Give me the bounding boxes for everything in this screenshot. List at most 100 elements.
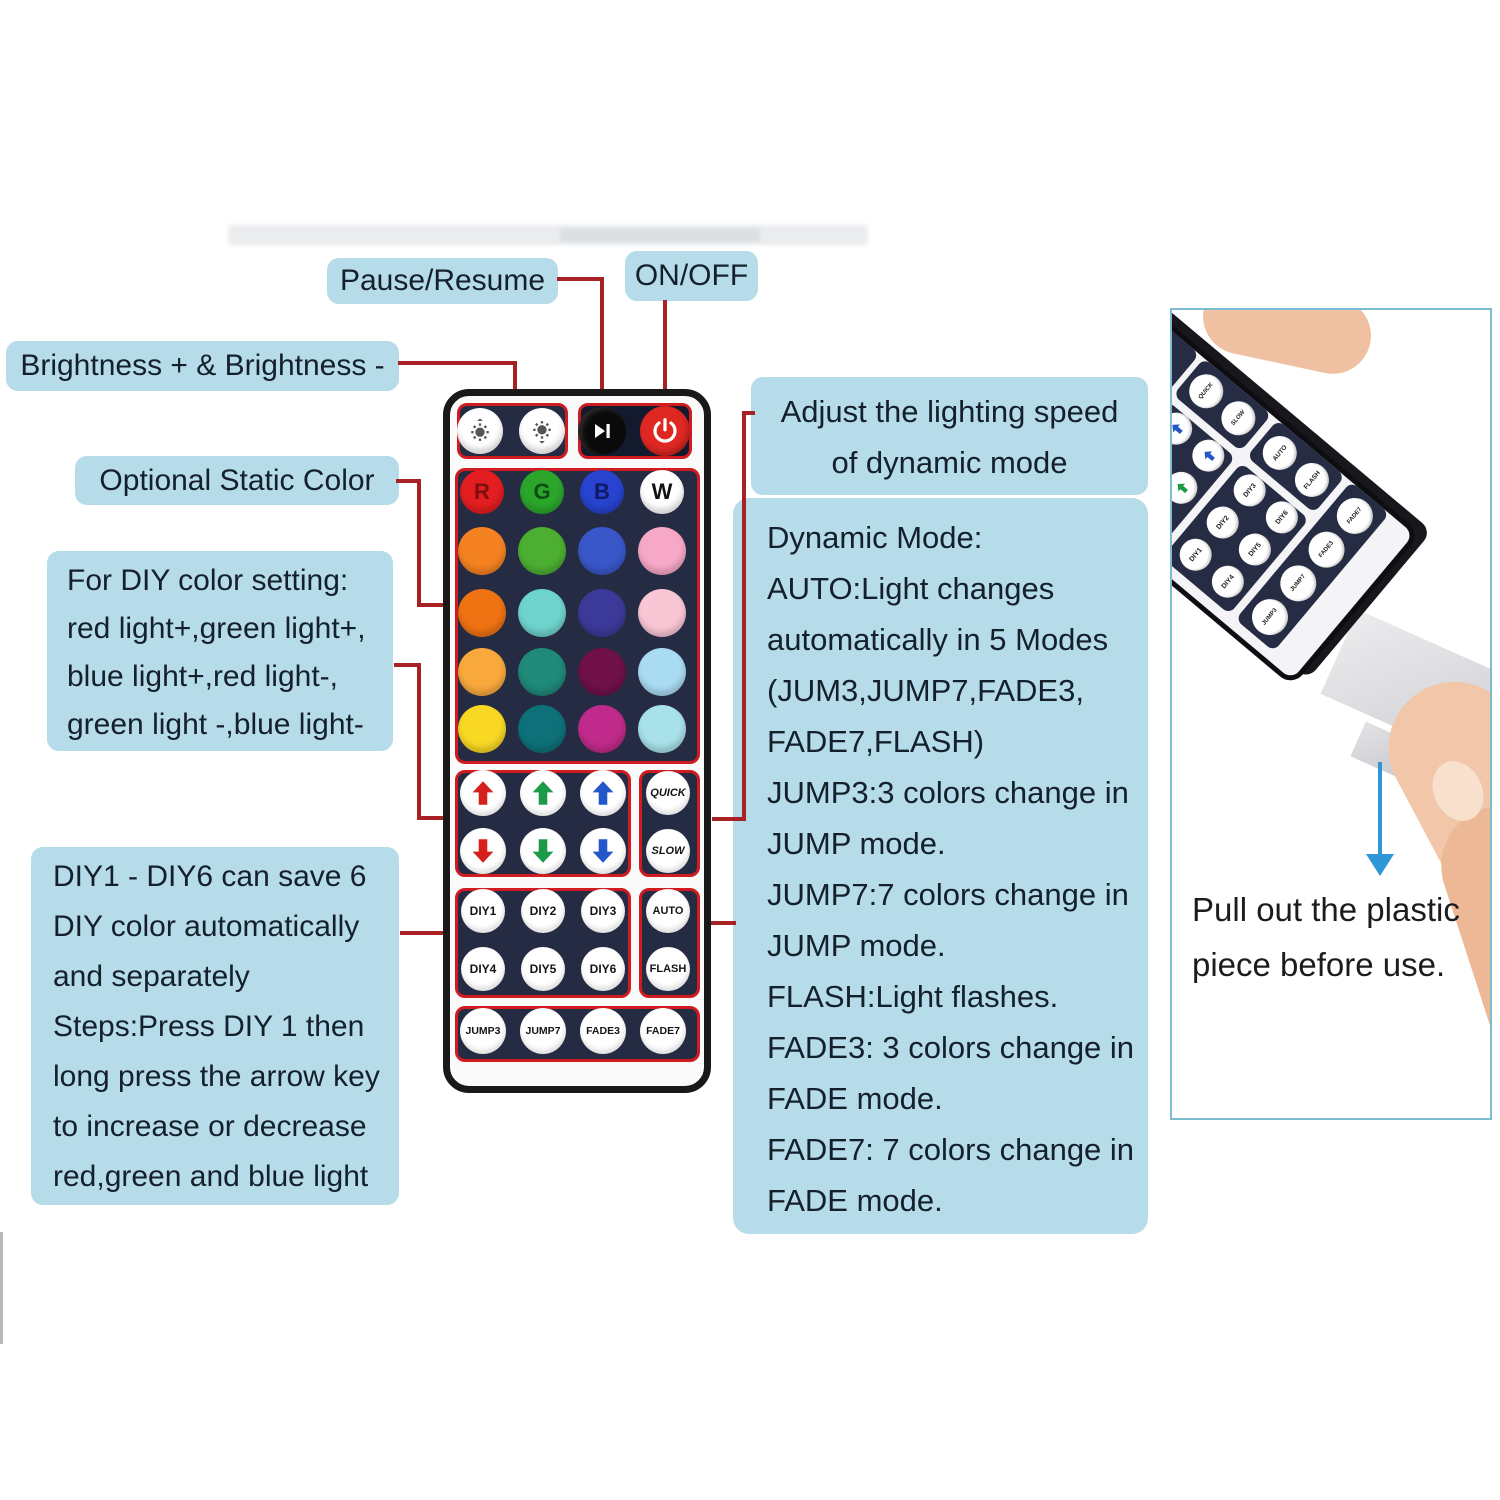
photo-blue-up: [1172, 406, 1199, 452]
key-red: R: [460, 470, 504, 514]
text-line: piece before use.: [1192, 946, 1446, 983]
connector-optional-v: [417, 479, 421, 607]
text-line: FADE3: 3 colors change in: [767, 1030, 1135, 1065]
text-line: Pull out the plastic: [1192, 891, 1460, 928]
photo-diy5-label: DIY5: [1247, 541, 1263, 558]
photo-blue-down-icon: [1203, 451, 1215, 462]
callout-pause-resume-label: Pause/Resume: [339, 264, 546, 297]
connector-diy-setting-h1: [394, 663, 421, 667]
diy1-label: DIY1: [469, 904, 497, 918]
text-line: JUMP7:7 colors change in: [767, 877, 1129, 912]
flash-button: FLASH: [646, 947, 690, 991]
diy3-button: DIY3: [581, 889, 625, 933]
brightness-up-button: [457, 408, 503, 454]
blue-down-button: [580, 828, 626, 874]
key-red-label: R: [474, 479, 490, 504]
red-down-arrow-icon: [472, 839, 494, 863]
brightness-up-icon: [471, 418, 489, 441]
color-key-4-2: [518, 705, 566, 753]
jump3-button: JUMP3: [460, 1008, 506, 1054]
color-key-4-4: [638, 705, 686, 753]
key-white: W: [640, 470, 684, 514]
photo-auto-label: AUTO: [1271, 443, 1289, 463]
quick-button: QUICK: [646, 771, 690, 815]
photo-slow-label: SLOW: [1230, 409, 1247, 428]
quick-button-label: QUICK: [650, 787, 686, 799]
callout-brightness: Brightness + & Brightness -: [6, 341, 399, 391]
blue-up-arrow-icon: [592, 781, 614, 805]
connector-diy-setting-h2: [417, 816, 459, 820]
text-line: Dynamic Mode:: [767, 520, 983, 555]
connector-on-off-v: [663, 300, 667, 416]
photo-jump3-label: JUMP3: [1261, 607, 1279, 627]
text-line: FADE mode.: [767, 1183, 943, 1218]
red-up-button: [460, 770, 506, 816]
photo-diy3-label: DIY3: [1241, 482, 1258, 499]
text-line: DIY1 - DIY6 can save 6: [53, 860, 367, 893]
blue-down-arrow-icon: [592, 839, 614, 863]
jump7-label: JUMP7: [525, 1025, 561, 1037]
pause-resume-button: [578, 407, 626, 455]
color-key-2-3: [578, 589, 626, 637]
connector-optional-h1: [396, 479, 421, 483]
photo-diy6-label: DIY6: [1274, 509, 1290, 526]
connector-pause-resume-v: [600, 277, 604, 417]
photo-diy1-label: DIY1: [1188, 546, 1204, 563]
text-line: and separately: [53, 960, 250, 993]
text-line: green light -,blue light-: [67, 708, 364, 741]
color-key-2-2: [518, 589, 566, 637]
text-line: Adjust the lighting speed: [780, 394, 1119, 429]
text-line: FLASH:Light flashes.: [767, 979, 1059, 1014]
text-line: of dynamic mode: [831, 445, 1068, 480]
text-line: For DIY color setting:: [67, 564, 349, 597]
connector-brightness-v: [513, 361, 517, 411]
red-down-button: [460, 828, 506, 874]
photo-remote: QUICK SLOW DIY1 DIY2 DIY3 DIY4 DIY5 DIY6…: [1172, 310, 1421, 687]
color-key-3-1: [458, 648, 506, 696]
photo-fade3-label: FADE3: [1318, 540, 1336, 560]
edge-artifact-line: [0, 1232, 3, 1344]
fade3-label: FADE3: [586, 1025, 620, 1037]
fade7-button: FADE7: [640, 1008, 686, 1054]
connector-speed-h1: [712, 817, 746, 821]
text-line: automatically in 5 Modes: [767, 622, 1109, 657]
photo-diy4-label: DIY4: [1220, 573, 1236, 590]
text-line: to increase or decrease: [53, 1110, 367, 1143]
connector-pause-resume: [557, 277, 604, 281]
diy5-button: DIY5: [521, 947, 565, 991]
brightness-down-button: [519, 408, 565, 454]
power-button: [640, 406, 690, 456]
pull-out-caption: Pull out the plastic piece before use.: [1192, 882, 1460, 992]
text-line: FADE7: 7 colors change in: [767, 1132, 1135, 1167]
connector-optional-h2: [417, 603, 459, 607]
connector-diy-save-h: [400, 931, 458, 935]
callout-pause-resume: Pause/Resume: [327, 258, 558, 304]
callout-on-off-label: ON/OFF: [634, 259, 749, 292]
key-white-label: W: [651, 479, 673, 504]
photo-green-down: [1172, 465, 1204, 511]
color-key-3-2: [518, 648, 566, 696]
text-line: FADE mode.: [767, 1081, 943, 1116]
color-key-1-3: [578, 527, 626, 575]
photo-fade7-label: FADE7: [1346, 506, 1364, 526]
color-key-4-1: [458, 705, 506, 753]
connector-dynamic-h: [694, 921, 736, 925]
text-line: red,green and blue light: [53, 1160, 369, 1193]
fade7-label: FADE7: [646, 1025, 680, 1037]
blue-up-button: [580, 770, 626, 816]
jump7-button: JUMP7: [520, 1008, 566, 1054]
diy6-button: DIY6: [581, 947, 625, 991]
pull-tab-photo-panel: QUICK SLOW DIY1 DIY2 DIY3 DIY4 DIY5 DIY6…: [1170, 308, 1492, 1120]
callout-on-off: ON/OFF: [625, 251, 758, 301]
text-line: JUMP mode.: [767, 928, 946, 963]
photo-jump7-label: JUMP7: [1289, 573, 1308, 593]
connector-brightness-h: [398, 361, 517, 365]
photo-blue-down: [1185, 433, 1231, 479]
auto-button: AUTO: [646, 889, 690, 933]
text-line: JUMP3:3 colors change in: [767, 775, 1129, 810]
green-up-button: [520, 770, 566, 816]
text-line: red light+,green light+,: [67, 612, 366, 645]
play-pause-icon: [595, 424, 610, 438]
slow-button: SLOW: [646, 829, 690, 873]
